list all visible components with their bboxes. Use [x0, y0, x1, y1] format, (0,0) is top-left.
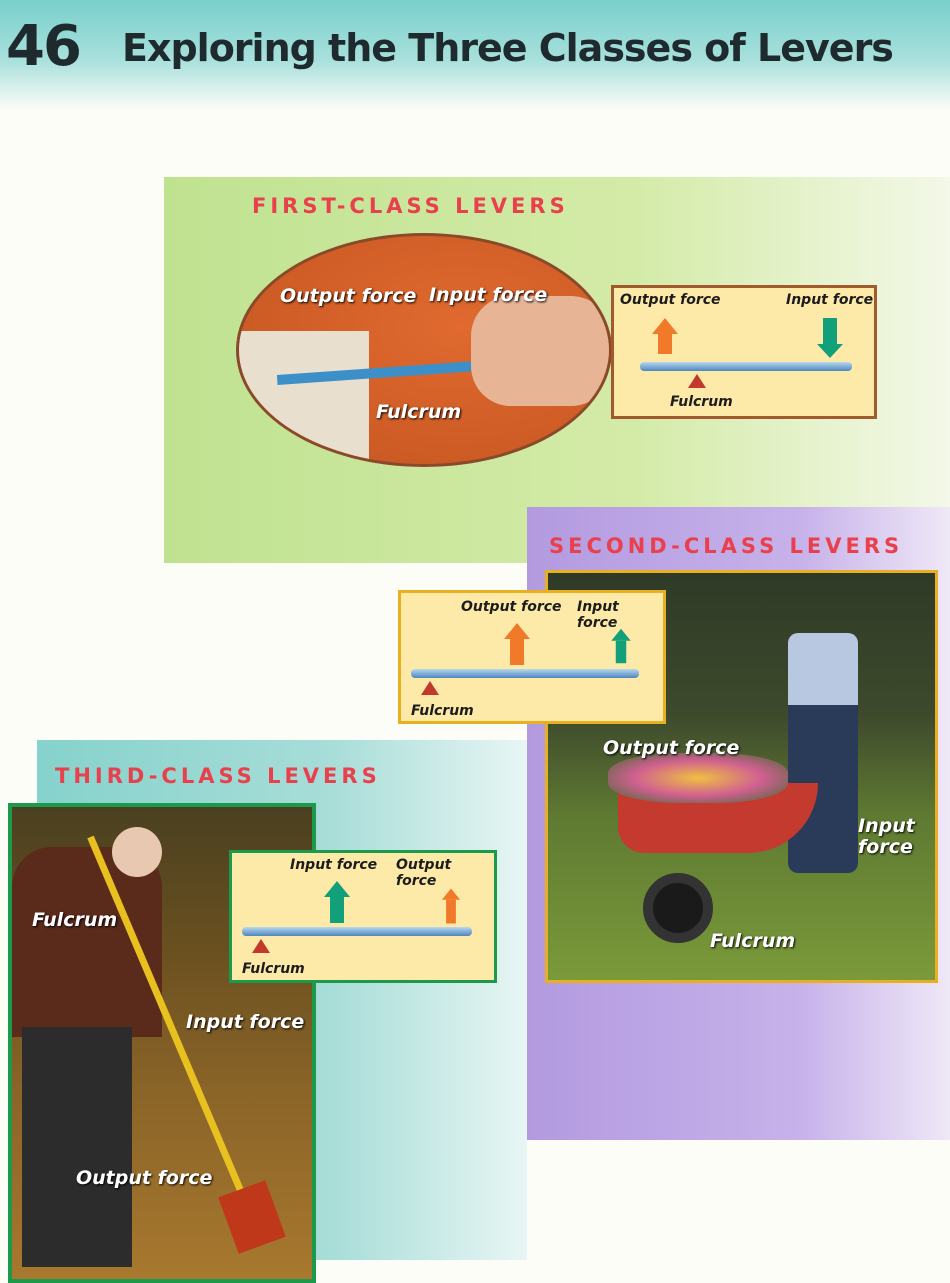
- photo-label-input: Input force: [429, 284, 548, 306]
- raking-photo: [8, 803, 316, 1283]
- lever-bar: [242, 927, 472, 936]
- third-class-heading: THIRD-CLASS LEVERS: [55, 764, 381, 788]
- output-arrow-up: [441, 888, 461, 924]
- photo-label-input: Input force: [858, 815, 915, 858]
- fulcrum-triangle: [688, 374, 706, 388]
- second-class-diagram: Output force Input force Fulcrum: [398, 590, 666, 724]
- first-class-diagram: Output force Input force Fulcrum: [611, 285, 877, 419]
- wheelbarrow-photo: [545, 570, 938, 983]
- fulcrum-triangle: [252, 939, 270, 953]
- photo-label-fulcrum: Fulcrum: [710, 930, 796, 952]
- photo-label-input: Input force: [186, 1011, 305, 1033]
- photo-label-output: Output force: [280, 285, 417, 307]
- diagram-fulcrum-label: Fulcrum: [411, 703, 474, 719]
- input-arrow-up: [611, 628, 631, 664]
- output-arrow-up: [504, 623, 530, 665]
- input-arrow-down: [817, 318, 843, 358]
- photo-label-output: Output force: [603, 737, 740, 759]
- diagram-input-label: Input force: [290, 857, 378, 873]
- diagram-input-label: Input force: [786, 292, 874, 308]
- fulcrum-triangle: [421, 681, 439, 695]
- photo-label-fulcrum: Fulcrum: [32, 909, 118, 931]
- page-title: Exploring the Three Classes of Levers: [122, 26, 894, 70]
- diagram-output-label: Output force: [396, 857, 452, 889]
- diagram-fulcrum-label: Fulcrum: [670, 394, 733, 410]
- third-class-diagram: Input force Output force Fulcrum: [229, 850, 497, 983]
- photo-label-output: Output force: [76, 1167, 213, 1189]
- crowbar-photo: [236, 233, 612, 467]
- lever-bar: [640, 362, 852, 371]
- diagram-fulcrum-label: Fulcrum: [242, 961, 305, 977]
- second-class-heading: SECOND-CLASS LEVERS: [549, 534, 904, 558]
- page-number: 46: [6, 14, 82, 79]
- output-arrow-up: [652, 318, 678, 354]
- diagram-output-label: Output force: [620, 292, 721, 308]
- lever-bar: [411, 669, 639, 678]
- photo-label-fulcrum: Fulcrum: [376, 401, 462, 423]
- first-class-heading: FIRST-CLASS LEVERS: [252, 194, 569, 218]
- page-header: [0, 0, 950, 110]
- input-arrow-up: [324, 881, 350, 923]
- diagram-input-label: Input force: [577, 599, 619, 631]
- diagram-output-label: Output force: [461, 599, 562, 615]
